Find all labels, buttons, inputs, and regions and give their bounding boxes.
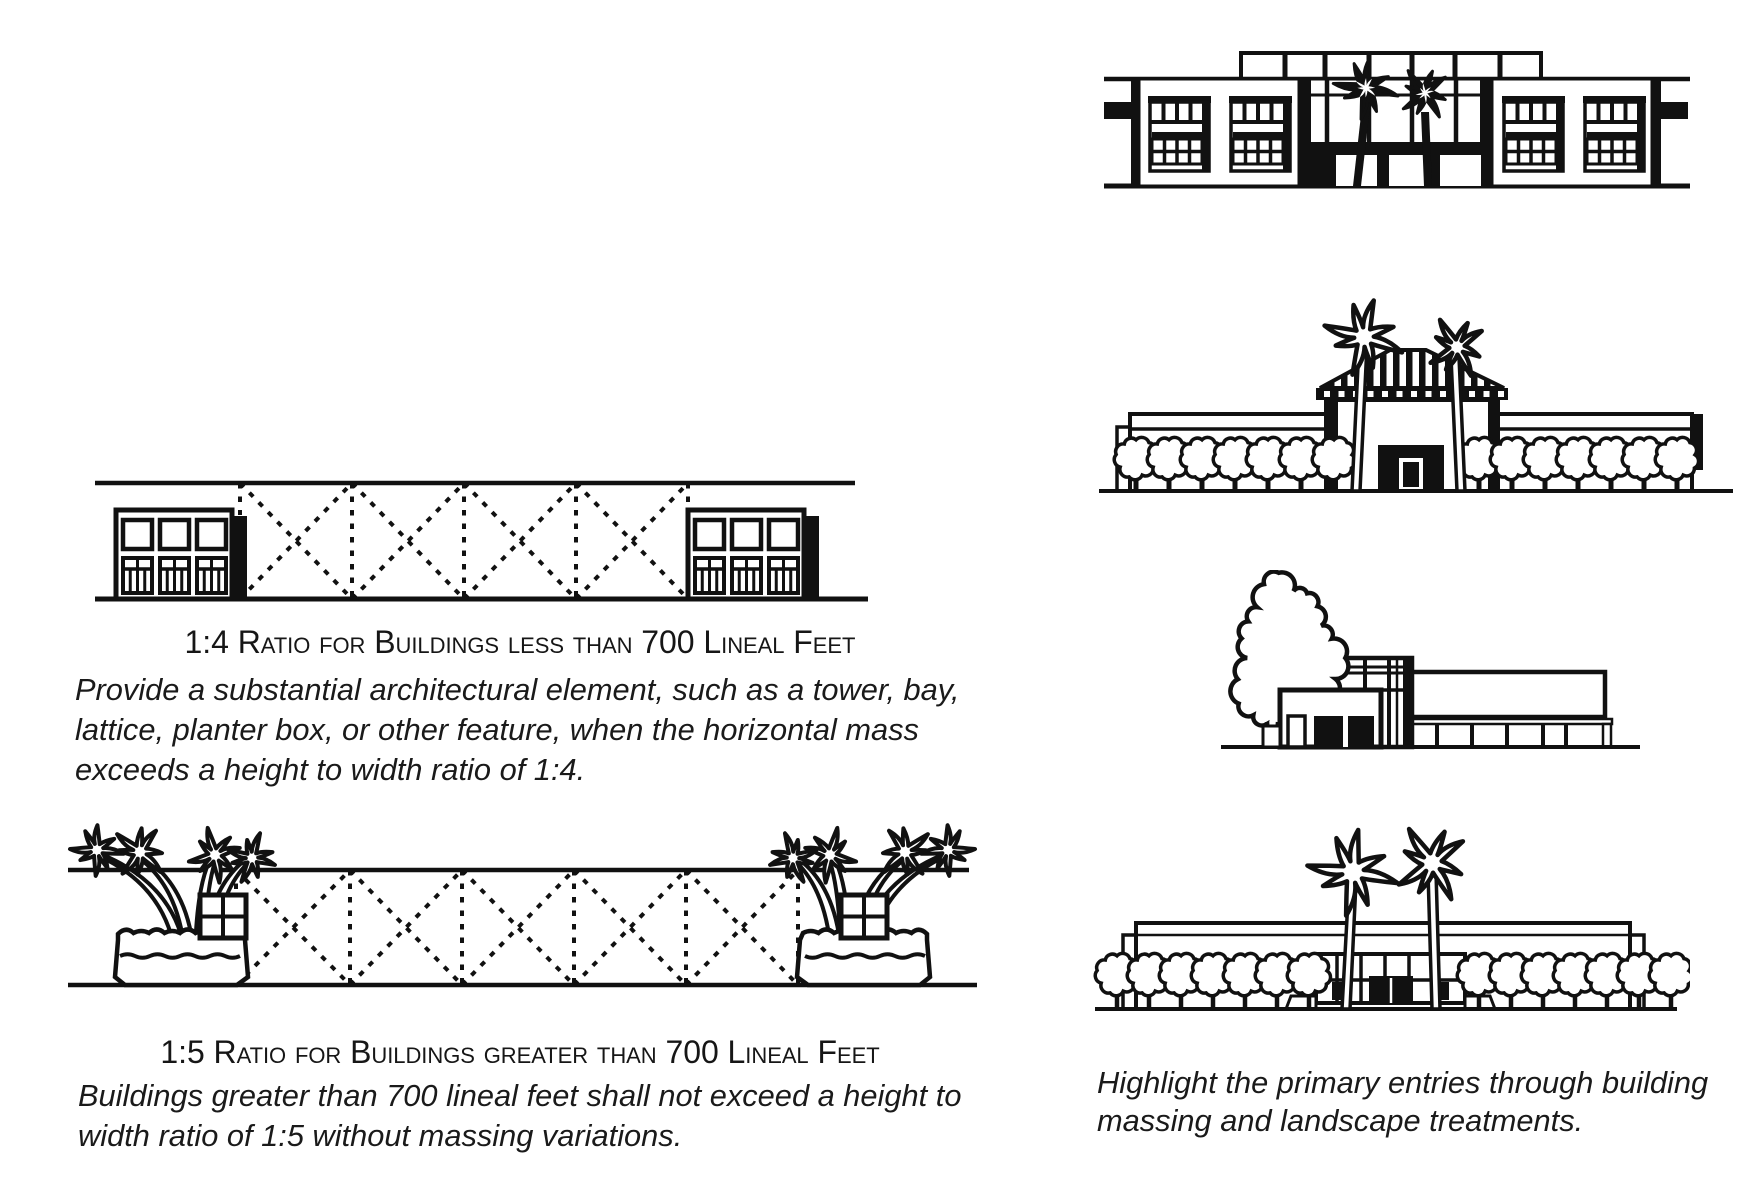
- entry-mass: [1261, 687, 1384, 750]
- figure-storefront-elevation: [1104, 51, 1690, 189]
- planter-window: [838, 892, 890, 941]
- palm-tree: [1331, 56, 1447, 186]
- figure-entry-large-tree: [1221, 570, 1640, 750]
- tree-row: [1112, 435, 1701, 491]
- text-line: massing and landscape treatments.: [1097, 1103, 1584, 1138]
- palm-planter-left: [68, 813, 283, 985]
- text-line: Provide a substantial architectural elem…: [75, 672, 960, 707]
- paragraph-ratio-1-5: Buildings greater than 700 lineal feet s…: [78, 1076, 961, 1156]
- palm-tree: [1305, 826, 1466, 1011]
- text-line: width ratio of 1:5 without massing varia…: [78, 1118, 683, 1153]
- text-line: exceeds a height to width ratio of 1:4.: [75, 752, 586, 787]
- caption-ratio-1-5: 1:5 Ratio for Buildings greater than 700…: [160, 1034, 880, 1070]
- planter-window: [197, 892, 249, 941]
- paragraph-ratio-1-4: Provide a substantial architectural elem…: [75, 670, 959, 790]
- caption-ratio-1-4: 1:4 Ratio for Buildings less than 700 Li…: [184, 624, 856, 660]
- figure-long-entry-elevation: [1093, 826, 1690, 1011]
- wing-arcade: [1409, 669, 1614, 749]
- paragraph-primary-entries: Highlight the primary entries through bu…: [1097, 1064, 1708, 1140]
- massing-grid-1-5: [234, 868, 800, 987]
- wall-stub-right: [1660, 102, 1688, 119]
- text-line: Buildings greater than 700 lineal feet s…: [78, 1078, 962, 1113]
- building-end-right: [688, 510, 819, 599]
- palm-tree: [1322, 298, 1484, 493]
- figure-entry-tower-elevation: [1099, 298, 1733, 493]
- massing-grid-1-4: [238, 481, 690, 601]
- figure-ratio-1-4-diagram: [95, 480, 868, 602]
- tree-row: [1093, 951, 1690, 1009]
- wall-stub-left: [1104, 102, 1131, 119]
- text-line: lattice, planter box, or other feature, …: [75, 712, 919, 747]
- building-end-left: [116, 510, 247, 599]
- text-line: Highlight the primary entries through bu…: [1097, 1065, 1709, 1100]
- figure-ratio-1-5-diagram: [60, 810, 985, 988]
